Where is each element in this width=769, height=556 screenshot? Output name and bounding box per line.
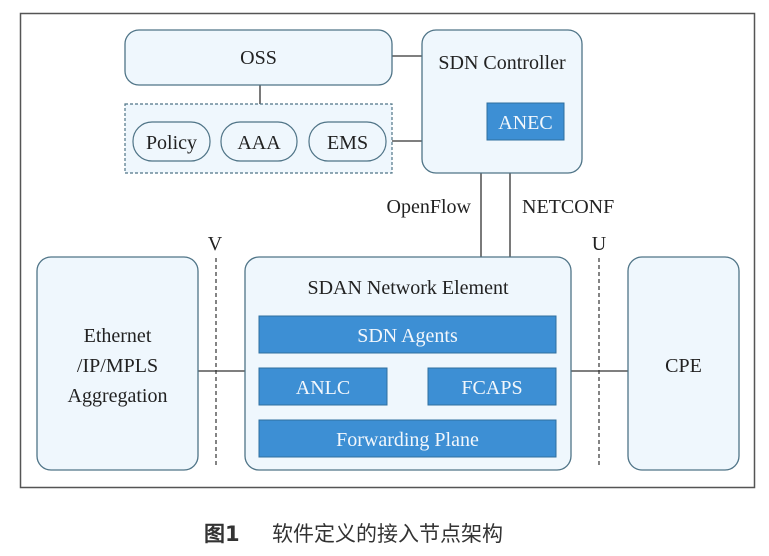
v-interface-label: V: [208, 233, 223, 255]
figure-caption: 软件定义的接入节点架构: [272, 522, 503, 546]
netconf-label: NETCONF: [522, 196, 614, 218]
sdn-agents-module: SDN Agents: [258, 315, 557, 354]
sdan-network-element-node: SDAN Network Element SDN Agents ANLC FCA…: [244, 256, 572, 471]
aaa-label: AAA: [237, 132, 281, 154]
anlc-module: ANLC: [258, 367, 388, 406]
cpe-node: CPE: [627, 256, 740, 471]
sdn-controller-node: SDN Controller ANEC: [421, 29, 583, 174]
aaa-node: AAA: [220, 121, 298, 162]
sdan-network-element-label: SDAN Network Element: [307, 277, 509, 299]
sdn-agents-label: SDN Agents: [357, 325, 458, 347]
policy-aaa-ems-group: Policy AAA EMS: [124, 103, 393, 174]
oss-node: OSS: [124, 29, 393, 86]
ems-label: EMS: [327, 132, 368, 154]
anec-label: ANEC: [498, 112, 552, 134]
fcaps-label: FCAPS: [461, 377, 522, 399]
oss-label: OSS: [240, 47, 277, 69]
aggregation-node: Ethernet /IP/MPLS Aggregation: [36, 256, 199, 471]
aggregation-label-line-2: /IP/MPLS: [77, 355, 158, 377]
policy-node: Policy: [132, 121, 211, 162]
anec-module: ANEC: [486, 102, 565, 141]
ems-node: EMS: [308, 121, 387, 162]
fcaps-module: FCAPS: [427, 367, 557, 406]
sdn-controller-label: SDN Controller: [438, 52, 566, 74]
forwarding-plane-label: Forwarding Plane: [336, 429, 479, 451]
openflow-label: OpenFlow: [387, 196, 472, 218]
anlc-label: ANLC: [296, 377, 350, 399]
forwarding-plane-module: Forwarding Plane: [258, 419, 557, 458]
aggregation-label-line-1: Ethernet: [84, 325, 152, 347]
figure-number: 图1: [204, 522, 240, 546]
aggregation-label-line-3: Aggregation: [68, 385, 168, 407]
policy-label: Policy: [146, 132, 197, 154]
u-interface-label: U: [592, 233, 607, 255]
cpe-label: CPE: [665, 355, 702, 377]
